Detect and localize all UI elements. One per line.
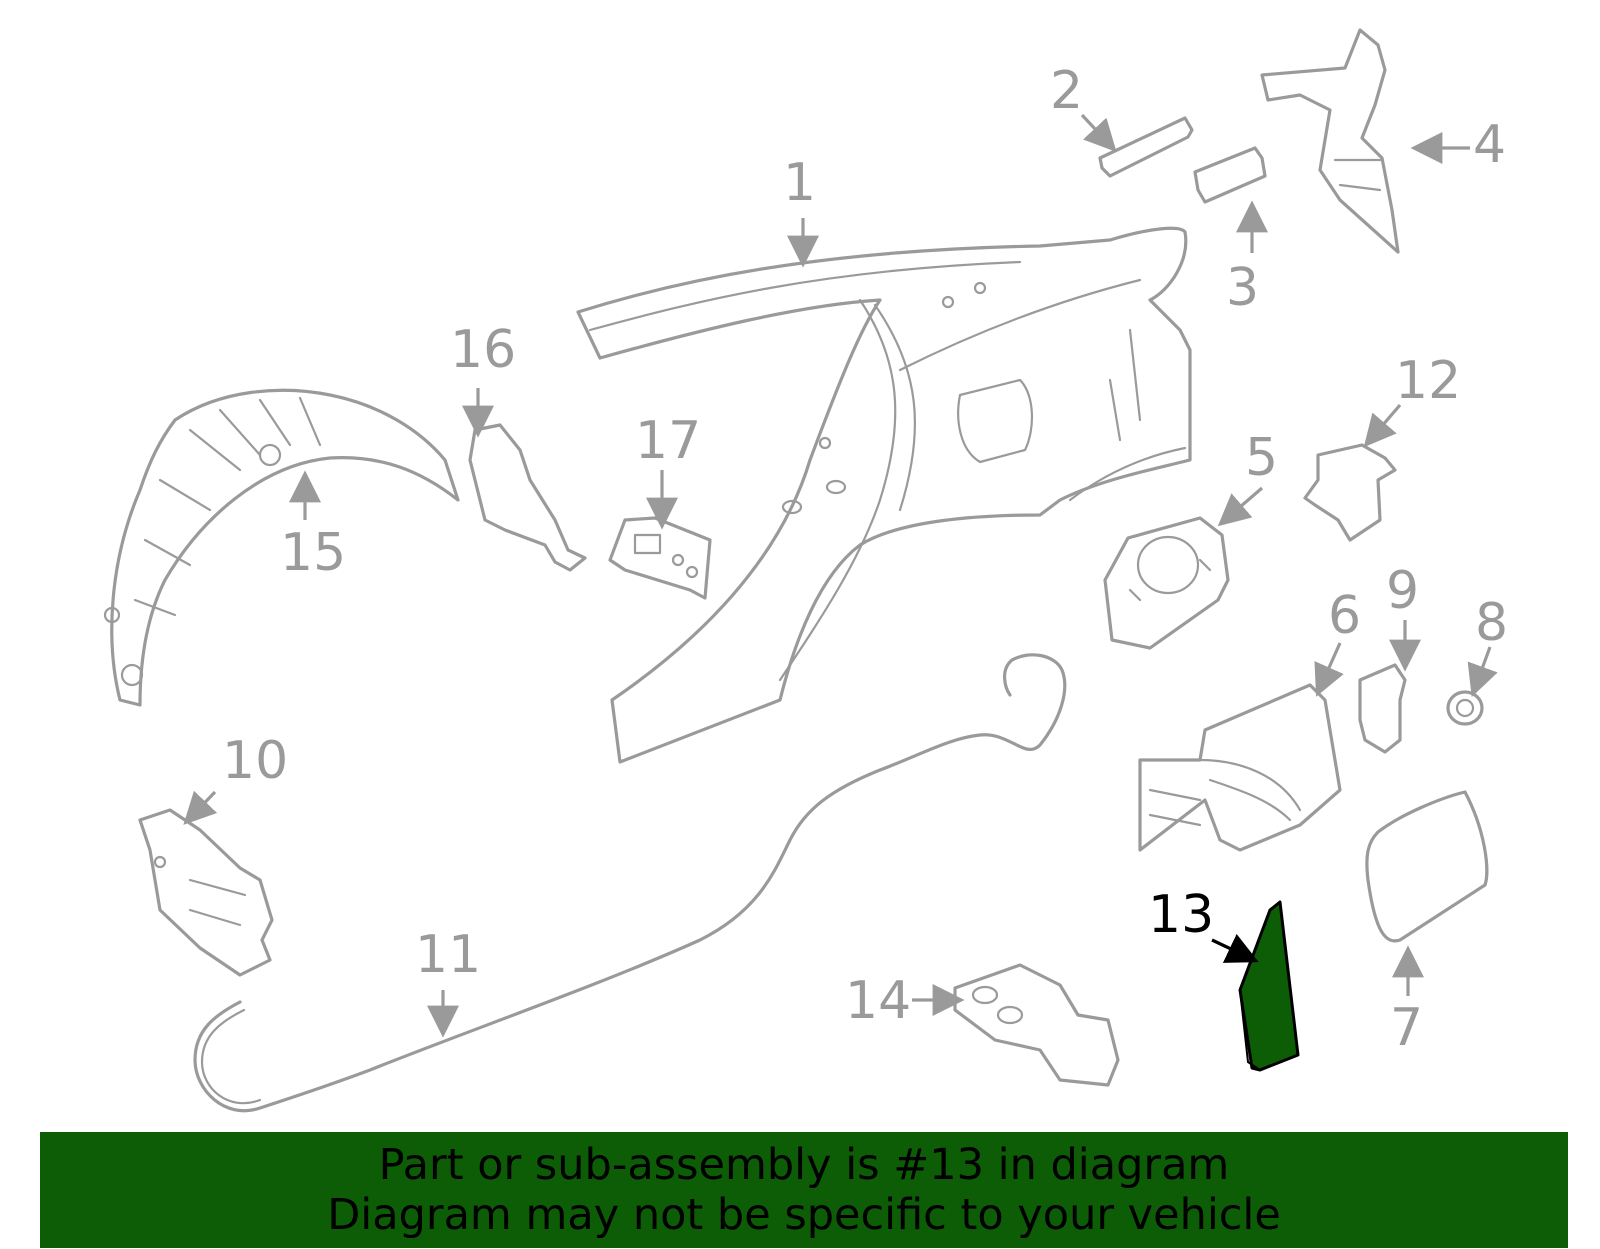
part-17-plate[interactable]	[608, 516, 712, 600]
part-8-grommet[interactable]	[1446, 690, 1484, 726]
callout-12: 12	[1395, 351, 1461, 411]
part-15-wheelhouse-liner[interactable]	[103, 388, 460, 707]
callout-14: 14	[845, 971, 911, 1031]
part-16-bracket[interactable]	[468, 423, 587, 572]
part-4-bracket[interactable]	[1260, 28, 1400, 254]
leader-lines	[183, 113, 1498, 1038]
part-10-actuator[interactable]	[138, 808, 274, 977]
part-2-pad[interactable]	[1098, 116, 1194, 178]
callout-10: 10	[222, 731, 288, 791]
part-6-fuel-filler-housing[interactable]	[1138, 683, 1342, 852]
callout-6: 6	[1328, 586, 1361, 646]
banner-line-disclaimer: Diagram may not be specific to your vehi…	[327, 1190, 1281, 1240]
part-5-fuel-door-housing[interactable]	[1103, 516, 1230, 650]
callout-5: 5	[1245, 428, 1278, 488]
callout-8: 8	[1475, 593, 1508, 653]
callout-17: 17	[635, 411, 701, 471]
callout-15: 15	[280, 523, 346, 583]
part-3-pad[interactable]	[1193, 146, 1267, 204]
part-12-lock-actuator[interactable]	[1303, 443, 1397, 542]
callout-13: 13	[1148, 885, 1214, 945]
part-7-fuel-door[interactable]	[1365, 790, 1489, 943]
callout-9: 9	[1386, 561, 1419, 621]
part-14-insulator[interactable]	[953, 963, 1120, 1087]
callout-11: 11	[415, 925, 481, 985]
callout-16: 16	[450, 320, 516, 380]
part-13-highlighted[interactable]	[1238, 900, 1300, 1072]
callout-3: 3	[1226, 258, 1259, 318]
part-9-clip[interactable]	[1358, 663, 1407, 754]
callout-2: 2	[1050, 61, 1083, 121]
part-11-release-cable[interactable]	[193, 653, 1067, 1113]
part-1-quarter-panel[interactable]	[576, 226, 1192, 764]
callout-1: 1	[783, 153, 816, 213]
callout-7: 7	[1390, 998, 1423, 1058]
banner-line-part: Part or sub-assembly is #13 in diagram	[378, 1140, 1230, 1190]
info-banner: Part or sub-assembly is #13 in diagram D…	[40, 1132, 1568, 1248]
callout-4: 4	[1473, 115, 1506, 175]
